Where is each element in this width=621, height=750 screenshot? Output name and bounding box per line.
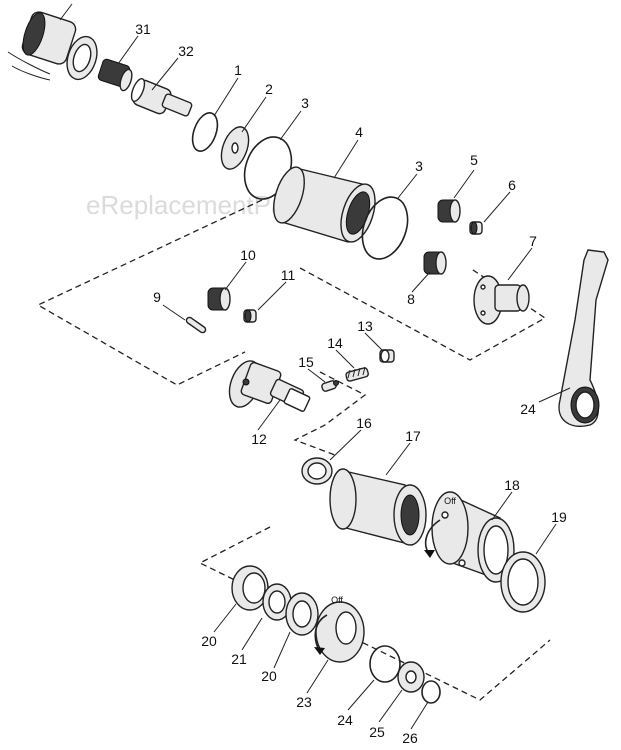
part-drive-gear-top <box>7 11 98 81</box>
part-22-handle <box>558 249 609 427</box>
part-8-planet-gear <box>423 251 447 275</box>
callout-15: 15 <box>298 354 314 370</box>
callout-24: 24 <box>337 712 353 728</box>
callout-12: 12 <box>251 431 267 447</box>
callout-5: 5 <box>470 152 478 168</box>
part-25-washer <box>397 661 425 693</box>
part-23-collar <box>315 601 365 663</box>
callout-21: 21 <box>231 651 247 667</box>
callout-11: 11 <box>281 267 296 283</box>
part-13-plug <box>379 349 395 363</box>
callout-2: 2 <box>265 81 273 97</box>
callout-1: 1 <box>234 62 242 78</box>
callout-7: 7 <box>529 233 537 249</box>
callout-17: 17 <box>405 428 421 444</box>
callout-32: 32 <box>178 43 194 59</box>
callout-23: 23 <box>296 694 312 710</box>
off-label-lower: Off <box>331 595 343 605</box>
callout-8: 8 <box>407 291 415 307</box>
callout-20-left: 20 <box>201 633 217 649</box>
part-1-retaining-ring <box>191 112 219 152</box>
leader-lines <box>59 3 571 730</box>
callout-numbers: 31 32 1 2 3 4 5 3 6 7 10 11 9 8 13 14 15… <box>135 21 567 746</box>
callout-9: 9 <box>153 289 161 305</box>
callout-16: 16 <box>356 415 372 431</box>
callout-3-upper: 3 <box>301 95 309 111</box>
part-4-cylinder <box>273 166 376 243</box>
assembly-outline-upper <box>36 199 263 386</box>
part-14-spring <box>345 366 369 382</box>
callout-22: 24 <box>520 401 536 417</box>
part-20-bearing-left <box>231 565 269 611</box>
part-24-snap-ring <box>369 645 401 683</box>
callout-14: 14 <box>327 335 343 351</box>
callout-6: 6 <box>508 177 516 193</box>
callout-3-lower: 3 <box>415 158 423 174</box>
callout-19: 19 <box>551 509 567 525</box>
off-label-upper: Off <box>444 496 456 506</box>
part-6-needle-bearing <box>469 221 483 235</box>
part-9-pin <box>185 316 207 334</box>
part-12-spindle <box>228 360 311 412</box>
assembly-outline-mid <box>293 371 367 456</box>
callout-26: 26 <box>402 730 418 746</box>
part-5-planet-gear <box>437 199 461 223</box>
part-18-collar <box>431 491 515 583</box>
part-26-small-ring <box>421 680 441 704</box>
callout-13: 13 <box>357 318 373 334</box>
part-16-washer <box>301 457 333 485</box>
part-32-shaft <box>130 78 193 117</box>
callout-18: 18 <box>504 477 520 493</box>
part-11-needle-bearing <box>243 309 257 323</box>
part-2-washer <box>220 126 250 170</box>
callout-25: 25 <box>369 724 385 740</box>
part-19-ring <box>500 551 546 613</box>
part-31-gear <box>97 58 133 92</box>
part-10-planet-gear <box>207 287 231 311</box>
callout-20-right: 20 <box>261 668 277 684</box>
callout-4: 4 <box>355 124 363 140</box>
part-15-detent-ball <box>321 380 339 392</box>
part-17-clutch-housing <box>329 468 427 546</box>
rotation-arrow-upper: Off <box>424 496 456 558</box>
callout-31: 31 <box>135 21 151 37</box>
callout-10: 10 <box>240 247 256 263</box>
part-7-carrier <box>473 275 530 325</box>
part-3-o-ring-lower <box>361 196 409 260</box>
part-20-bearing-right <box>285 592 319 636</box>
part-21-washer <box>262 583 292 621</box>
rotation-arrow-lower: Off <box>314 595 343 655</box>
